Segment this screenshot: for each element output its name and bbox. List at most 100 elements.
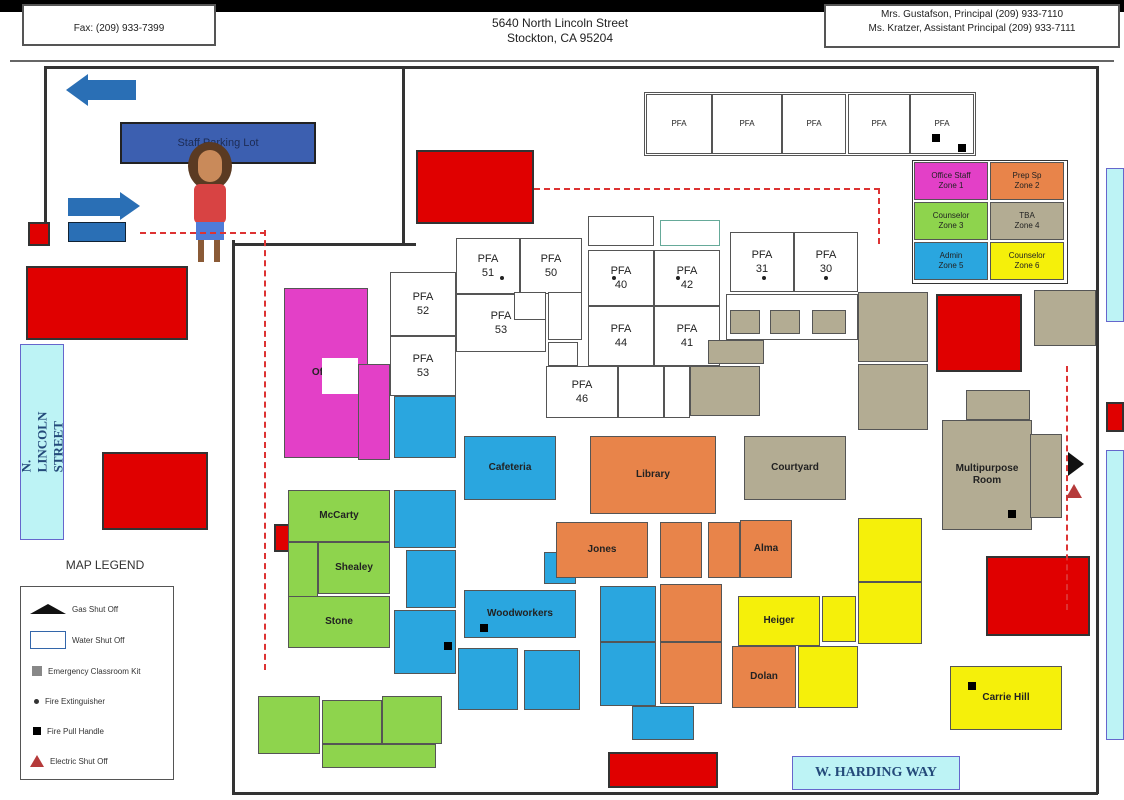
- tan-room-mid[interactable]: [690, 366, 760, 416]
- person-face: [198, 150, 222, 182]
- restrooms-box[interactable]: [588, 216, 654, 246]
- dolan-label: Dolan: [750, 671, 778, 682]
- room-pfa-51[interactable]: PFA 51: [456, 238, 520, 294]
- campus-wall-bottom: [232, 792, 1098, 795]
- tan-cell-2[interactable]: [770, 310, 800, 334]
- blue-room-3[interactable]: [406, 550, 456, 608]
- exit-arrow-icon: [66, 74, 88, 106]
- tan-top-mpr[interactable]: [966, 390, 1030, 420]
- legend-item-extinguisher: Fire Extinguisher: [30, 686, 170, 716]
- portable-room-e[interactable]: PFA: [910, 94, 974, 154]
- tan-strip: [726, 294, 858, 340]
- office-annex[interactable]: [358, 364, 390, 460]
- cafeteria[interactable]: Cafeteria: [464, 436, 556, 500]
- yellow-room-1[interactable]: [858, 518, 922, 582]
- zone-cell: Office Staff Zone 1: [914, 162, 988, 200]
- blue-room-7[interactable]: [600, 586, 656, 642]
- fire-pull-icon: [480, 624, 488, 632]
- room-pfa-40[interactable]: PFA 40: [588, 250, 654, 306]
- legend-gas-label: Gas Shut Off: [72, 604, 119, 614]
- dolan-room[interactable]: Dolan: [732, 646, 796, 708]
- blue-room-9[interactable]: [632, 706, 694, 740]
- small-room-2[interactable]: [548, 292, 582, 340]
- legend-item-kit: Emergency Classroom Kit: [30, 656, 170, 686]
- small-room-5[interactable]: [664, 366, 690, 418]
- assembly-area-4: [936, 294, 1022, 372]
- assembly-marker: [28, 222, 50, 246]
- water-box[interactable]: [660, 220, 720, 246]
- fax-box: Fax: (209) 933-7399: [22, 4, 216, 46]
- assembly-area-6: [608, 752, 718, 788]
- room-pfa-53-lower[interactable]: PFA 53: [390, 336, 456, 396]
- blue-room-8[interactable]: [600, 642, 656, 706]
- orange-room-a[interactable]: [660, 522, 702, 578]
- assembly-area-5: [986, 556, 1090, 636]
- stone-room[interactable]: Stone: [288, 596, 390, 648]
- tan-room-right-3[interactable]: [1034, 290, 1096, 346]
- alma-room[interactable]: Alma: [740, 520, 792, 578]
- shealey-room[interactable]: Shealey: [318, 542, 390, 594]
- green-room-bottom-2[interactable]: [322, 700, 382, 744]
- green-room-bottom-4[interactable]: [322, 744, 436, 768]
- green-room-bottom-3[interactable]: [382, 696, 442, 744]
- room-pfa-44[interactable]: PFA 44: [588, 306, 654, 366]
- portable-room-a[interactable]: PFA: [646, 94, 712, 154]
- green-room-bottom-1[interactable]: [258, 696, 320, 754]
- room-pfa-52[interactable]: PFA 52: [390, 272, 456, 336]
- emergency-kit-icon: [32, 666, 42, 676]
- carrie-hill-room[interactable]: Carrie Hill: [950, 666, 1062, 730]
- mccarty-room[interactable]: McCarty: [288, 490, 390, 542]
- parking-wall-right: [402, 66, 405, 246]
- orange-room-b[interactable]: [708, 522, 740, 578]
- library[interactable]: Library: [590, 436, 716, 514]
- blue-room-2[interactable]: [394, 490, 456, 548]
- legend-list: Gas Shut Off Water Shut Off Emergency Cl…: [30, 594, 170, 776]
- room-pfa-46[interactable]: PFA 46: [546, 366, 618, 418]
- fax-text: Fax: (209) 933-7399: [73, 23, 165, 34]
- small-room-1[interactable]: [514, 292, 546, 320]
- zone-label: Prep Sp Zone 2: [1012, 171, 1042, 190]
- blue-room-5[interactable]: [458, 648, 518, 710]
- portable-room-c[interactable]: PFA: [782, 94, 846, 154]
- blue-room-6[interactable]: [524, 650, 580, 710]
- small-room-4[interactable]: [618, 366, 664, 418]
- tan-room-right-1[interactable]: [858, 292, 928, 362]
- header-divider: [10, 60, 1114, 62]
- tan-cell-1[interactable]: [730, 310, 760, 334]
- room-pfa-42[interactable]: PFA 42: [654, 250, 720, 306]
- multipurpose-annex[interactable]: [1030, 434, 1062, 518]
- room-pfa-50[interactable]: PFA 50: [520, 238, 582, 294]
- tan-room-right-2[interactable]: [858, 364, 928, 430]
- zone-cell: Counselor Zone 6: [990, 242, 1064, 280]
- room-pfa-41[interactable]: PFA 41: [654, 306, 720, 366]
- small-room-3[interactable]: [548, 342, 578, 366]
- room-pfa-30[interactable]: PFA 30: [794, 232, 858, 292]
- address-line2: Stockton, CA 95204: [506, 31, 614, 45]
- library-label: Library: [636, 469, 670, 480]
- tan-room-small[interactable]: [708, 340, 764, 364]
- map-legend: [20, 586, 174, 780]
- multipurpose-room[interactable]: Multipurpose Room: [942, 420, 1032, 530]
- parking-wall-left: [44, 66, 47, 246]
- green-small[interactable]: [288, 542, 318, 600]
- jones-room[interactable]: Jones: [556, 522, 648, 578]
- orange-room-d[interactable]: [660, 642, 722, 704]
- office-courtyard: [322, 358, 358, 394]
- assembly-area-3: [102, 452, 208, 530]
- fire-pull-icon: [1008, 510, 1016, 518]
- fire-pull-icon: [33, 727, 41, 735]
- yellow-room-small[interactable]: [822, 596, 856, 642]
- yellow-room-2[interactable]: [858, 582, 922, 644]
- blue-room-1[interactable]: [394, 396, 456, 458]
- tan-cell-3[interactable]: [812, 310, 846, 334]
- yellow-room-3[interactable]: [798, 646, 858, 708]
- orange-room-c[interactable]: [660, 584, 722, 642]
- heiger-room[interactable]: Heiger: [738, 596, 820, 646]
- fire-pull-icon: [932, 134, 940, 142]
- zone-cell: Counselor Zone 3: [914, 202, 988, 240]
- room-pfa-31[interactable]: PFA 31: [730, 232, 794, 292]
- evac-route-2: [878, 188, 880, 244]
- pfa-53-lower-label: PFA 53: [412, 353, 434, 379]
- portable-room-b[interactable]: PFA: [712, 94, 782, 154]
- portable-room-d[interactable]: PFA: [848, 94, 910, 154]
